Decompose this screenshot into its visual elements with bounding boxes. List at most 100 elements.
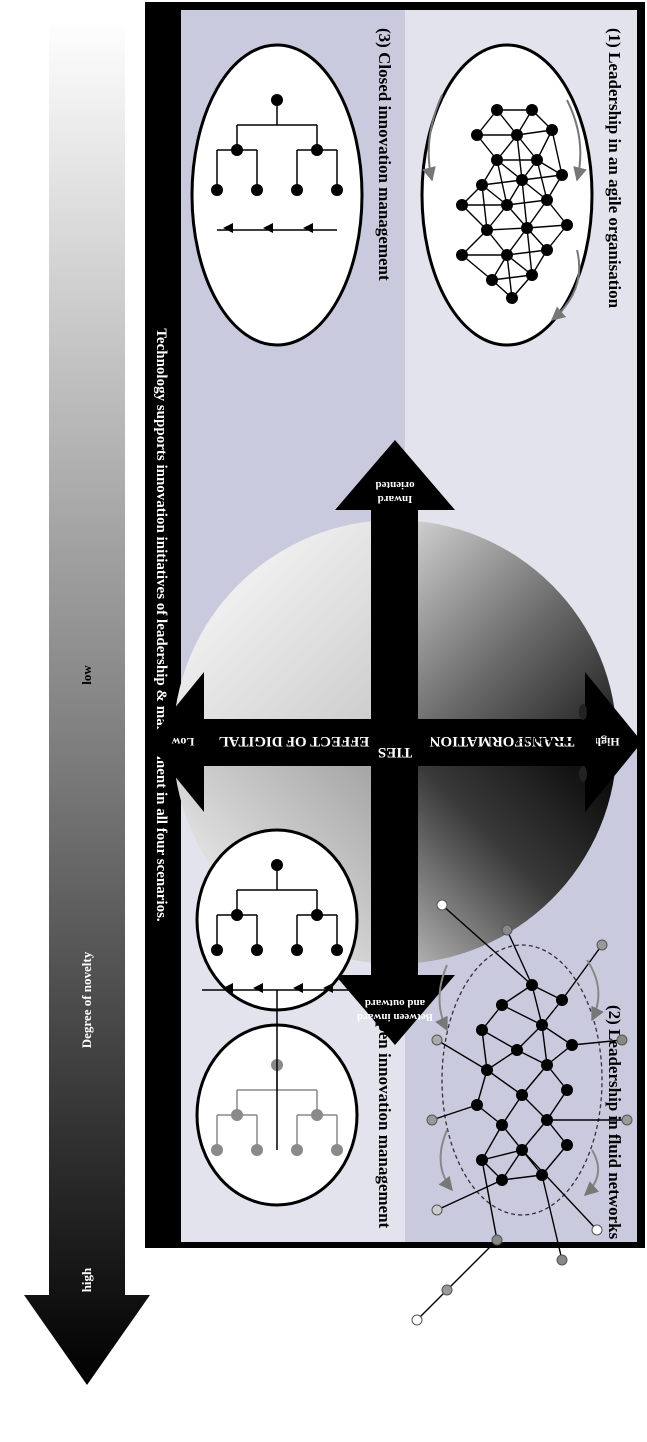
- axis-label-low: Low: [171, 735, 194, 749]
- tree-node: [211, 1144, 223, 1156]
- tree-node: [271, 859, 283, 871]
- network-node: [621, 1114, 633, 1126]
- network-node: [501, 249, 513, 261]
- network-node: [496, 1119, 508, 1131]
- network-edge: [481, 179, 523, 186]
- network-edge: [486, 1049, 518, 1071]
- network-node: [491, 1234, 503, 1246]
- network-node: [516, 1144, 528, 1156]
- network-node: [511, 1044, 523, 1056]
- network-node: [496, 999, 508, 1011]
- network-node: [531, 154, 543, 166]
- network-node: [506, 292, 518, 304]
- network-node: [561, 1139, 573, 1151]
- network-edge: [541, 1024, 573, 1046]
- balance-scale-icon: Balance: [516, 704, 596, 782]
- network-node: [546, 124, 558, 136]
- axis-arrow-up: [585, 672, 642, 812]
- network-node: [516, 1089, 528, 1101]
- quadrant-4-title: (4) Open innovation management: [375, 985, 394, 1229]
- network-edge: [521, 1149, 598, 1231]
- flow-arrowhead: [253, 983, 263, 993]
- network-node: [596, 939, 608, 951]
- network-node: [491, 104, 503, 116]
- novelty-high-label: high: [79, 1267, 94, 1292]
- axis-label-right-line1: Between inward: [357, 1011, 433, 1023]
- axis-label-left-line2: oriented: [375, 479, 414, 491]
- tree-node: [271, 94, 283, 106]
- tree-node: [231, 909, 243, 921]
- network-edge: [541, 1144, 568, 1176]
- network-edge: [481, 1149, 523, 1161]
- network-node: [566, 1039, 578, 1051]
- tree-node: [291, 944, 303, 956]
- flow-arrowhead: [223, 983, 233, 993]
- tree-node: [231, 144, 243, 156]
- tree-node: [291, 1144, 303, 1156]
- network-node: [481, 224, 493, 236]
- network-node: [431, 1034, 443, 1046]
- network-edge: [506, 254, 513, 299]
- network-node: [526, 979, 538, 991]
- flow-arrowhead: [293, 983, 303, 993]
- network-edge: [481, 184, 488, 231]
- network-edge: [551, 129, 563, 176]
- network-node: [556, 1254, 568, 1266]
- network-node: [616, 1034, 628, 1046]
- tree-node: [231, 1109, 243, 1121]
- network-node: [476, 1154, 488, 1166]
- network-node: [411, 1314, 423, 1326]
- network-edge: [481, 1029, 488, 1071]
- tree-node: [211, 184, 223, 196]
- axis-arrow-left: [335, 440, 455, 510]
- network-node: [456, 249, 468, 261]
- network-edge: [491, 274, 533, 281]
- flow-arrowhead: [223, 223, 233, 233]
- network-edge: [446, 1239, 498, 1291]
- network-edge: [481, 1124, 503, 1161]
- tree-node: [331, 1144, 343, 1156]
- network-node: [481, 1064, 493, 1076]
- flow-arrowhead: [323, 983, 333, 993]
- network-node: [516, 174, 528, 186]
- axis-label-high: High: [594, 735, 620, 749]
- flow-arrowhead: [263, 223, 273, 233]
- tree-node: [311, 909, 323, 921]
- axis-arrow-down: [147, 672, 204, 812]
- quadrant-1-title: (1) Leadership in an agile organisation: [605, 28, 624, 309]
- axes-cross: TIES TRANSFORMATION EFFECT OF DIGITAL Hi…: [147, 440, 642, 1045]
- tree-node: [331, 184, 343, 196]
- network-node: [561, 1084, 573, 1096]
- network-edge: [526, 224, 568, 229]
- network-edge: [486, 227, 528, 231]
- fluid-network: [411, 899, 633, 1326]
- network-edge: [441, 904, 533, 986]
- network-edge: [521, 1064, 548, 1096]
- axis-label-left-line1: Inward: [378, 493, 413, 505]
- network-node: [526, 269, 538, 281]
- network-edge: [521, 174, 563, 181]
- tree-node: [251, 944, 263, 956]
- network-node: [591, 1224, 603, 1236]
- network-node: [436, 899, 448, 911]
- network-edge: [436, 1179, 503, 1211]
- novelty-low-label: low: [79, 665, 94, 685]
- network-edge: [541, 1024, 548, 1066]
- network-edge: [516, 134, 523, 181]
- network-edge: [481, 1159, 498, 1241]
- network-node: [536, 1169, 548, 1181]
- network-node: [541, 1114, 553, 1126]
- network-edge: [506, 249, 548, 256]
- network-edge: [476, 1069, 488, 1106]
- network-edge: [561, 944, 603, 1001]
- network-edge: [501, 1174, 543, 1181]
- tree-node: [251, 184, 263, 196]
- network-edge: [536, 159, 548, 201]
- quadrant-3-title: (3) Closed innovation management: [375, 28, 394, 281]
- footer-caption: Technology supports innovation initiativ…: [153, 328, 169, 922]
- network-node: [486, 274, 498, 286]
- network-edge: [501, 984, 533, 1006]
- network-edge: [486, 1069, 523, 1096]
